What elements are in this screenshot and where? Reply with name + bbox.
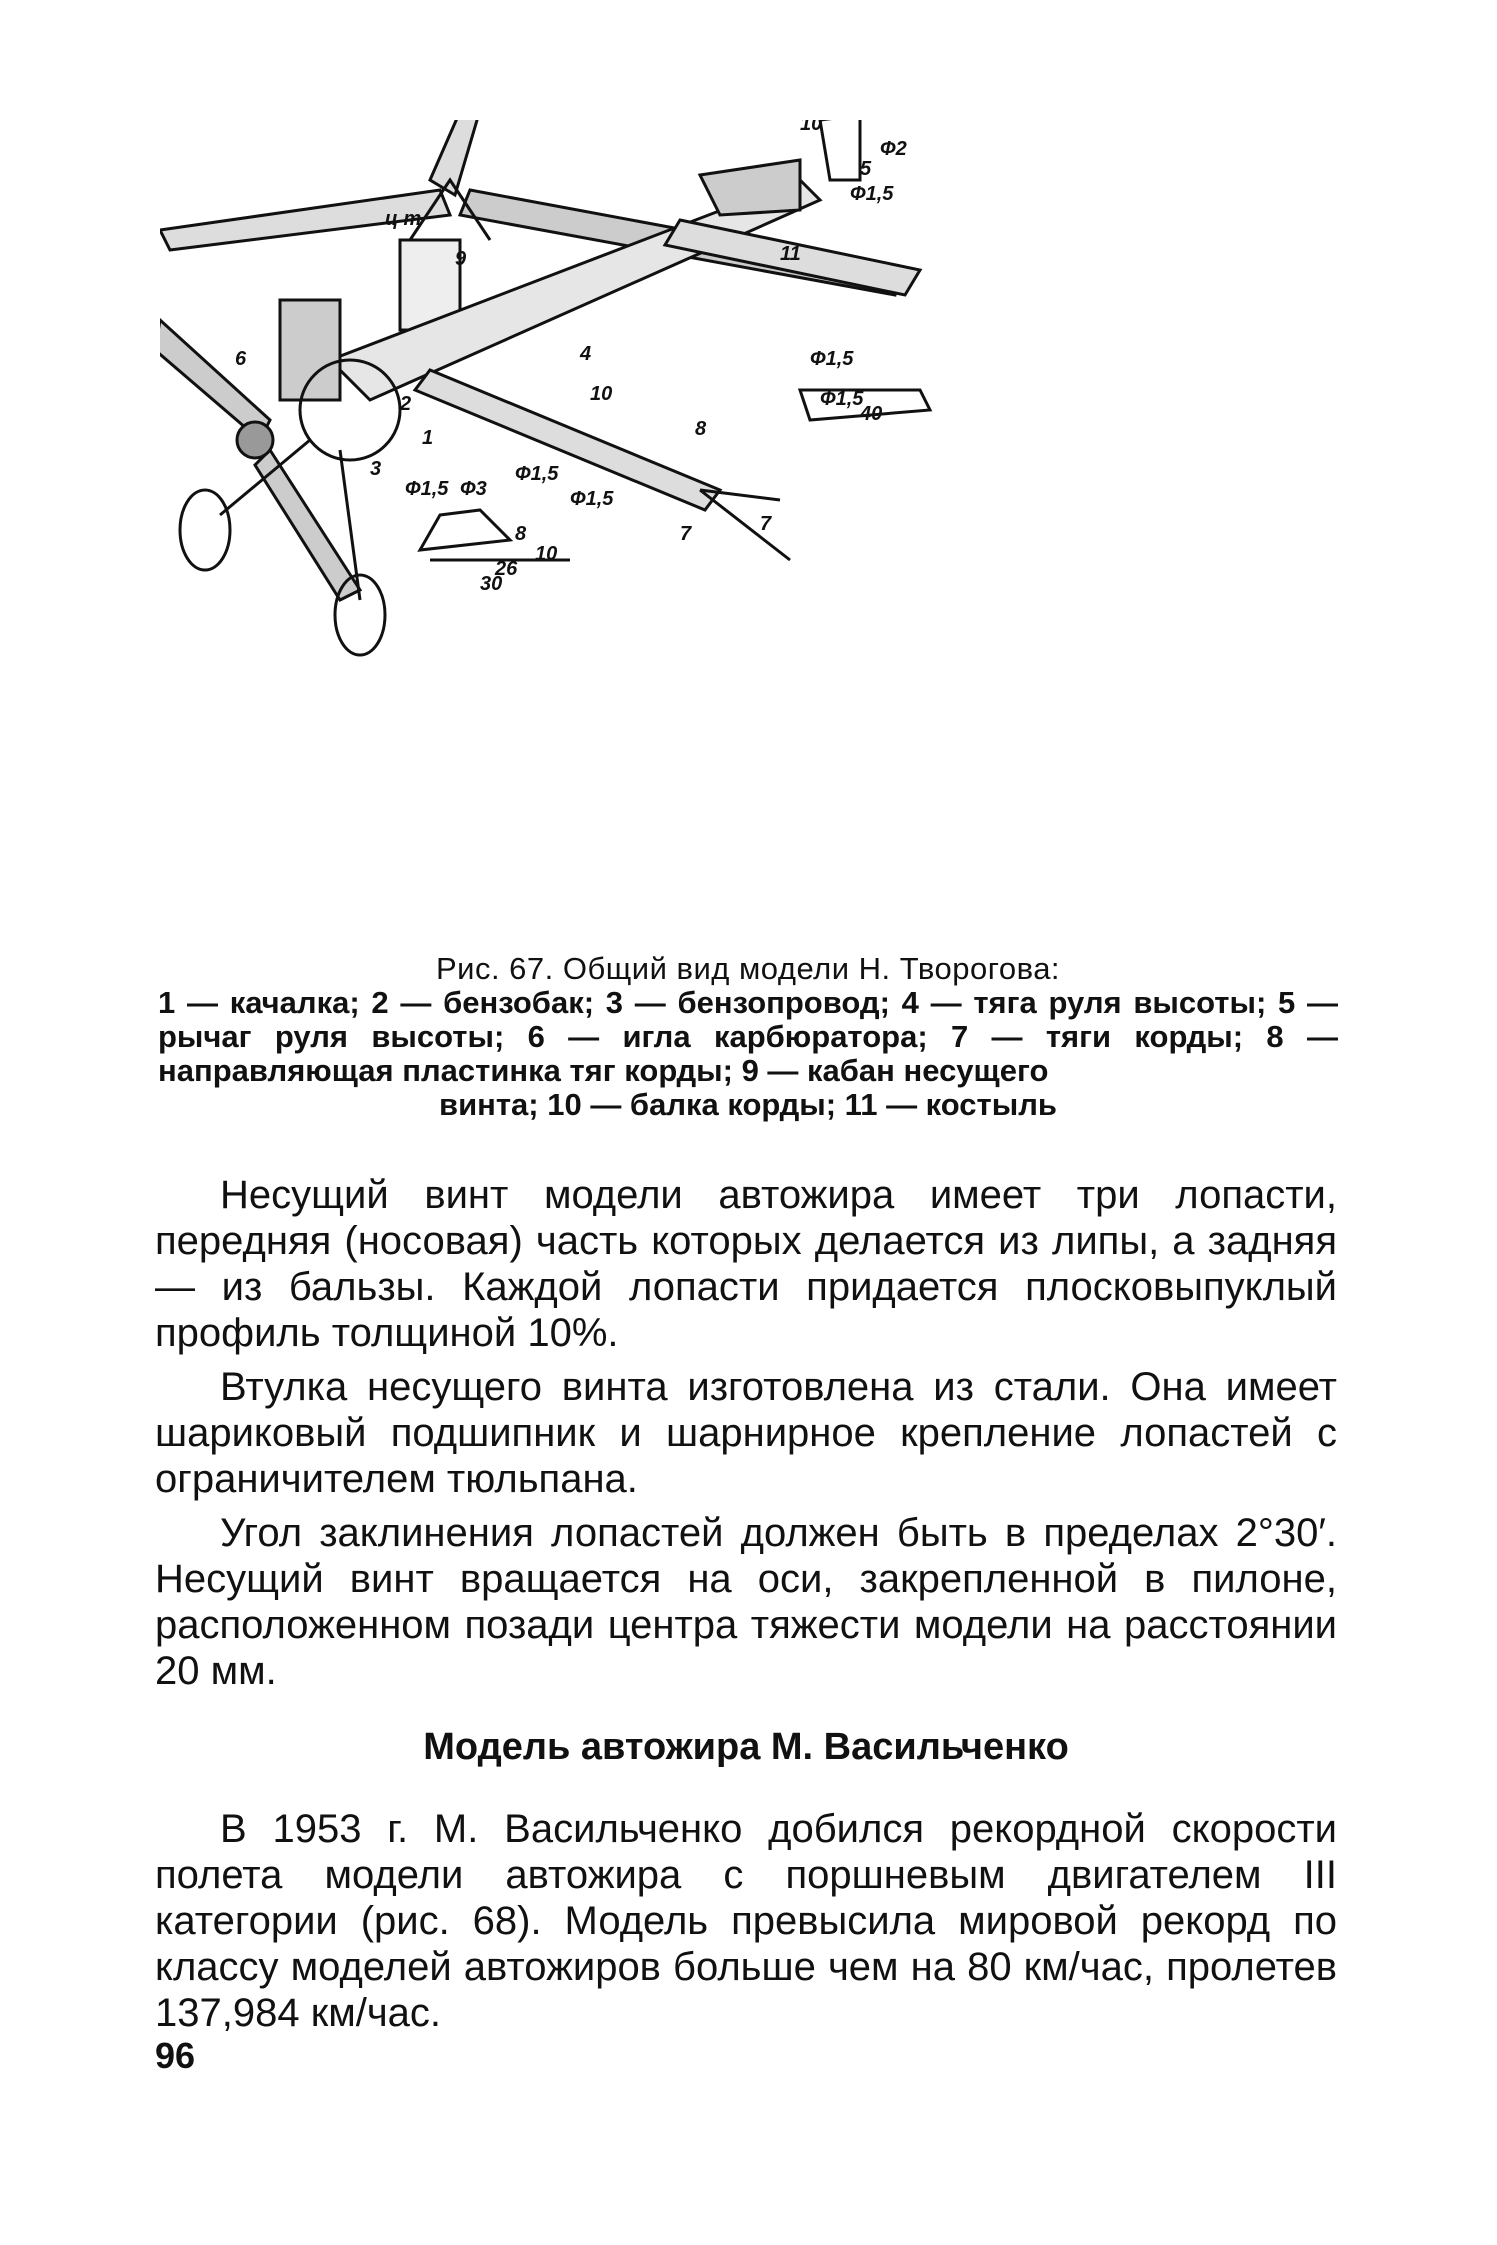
detail-rocker [417, 508, 514, 552]
label-dim-d15-rocker-left: Ф1,5 [405, 478, 449, 500]
label-dim-10-tail: 10 [800, 120, 822, 135]
autogyro-figure: 1 2 3 4 5 6 7 8 9 10 11 ц т Ф1,5 Ф2 Ф1,5… [153, 97, 1340, 930]
cord-beam [412, 368, 723, 512]
caption-last-line: винта; 10 — балка корды; 11 — костыль [439, 1087, 1057, 1122]
label-5: 5 [860, 158, 872, 180]
wheel-left [178, 488, 232, 572]
label-dim-10-rocker: 10 [535, 543, 557, 565]
tail-fin [697, 158, 802, 217]
label-2: 2 [399, 393, 411, 415]
paragraph: Втулка несущего винта изготовлена из ста… [155, 1365, 1337, 1501]
label-center-of-gravity: ц т [385, 208, 421, 230]
body-text-1: Несущий винт модели автожира имеет три л… [155, 1172, 1337, 1702]
caption-text: 1 — качалка; 2 — бензобак; 3 — бензопров… [158, 985, 1338, 1088]
label-3: 3 [370, 458, 381, 480]
caption-title: Рис. 67. Общий вид модели Н. Творогова: [435, 951, 1061, 986]
detail-guide-plate [797, 388, 933, 422]
tail-plane [662, 218, 923, 297]
figure-caption: Рис. 67. Общий вид модели Н. Творогова: … [158, 952, 1338, 1122]
paragraph: В 1953 г. М. Васильченко добился рекордн… [155, 1807, 1337, 2035]
label-dim-d15-rocker-right: Ф1,5 [570, 488, 614, 510]
label-dim-30: 30 [480, 573, 502, 595]
label-4: 4 [579, 343, 591, 365]
paragraph: Угол заклинения лопастей должен быть в п… [155, 1511, 1337, 1693]
label-dim-d15-rocker-top: Ф1,5 [515, 463, 559, 485]
label-11: 11 [780, 243, 801, 265]
wheel-right [333, 573, 387, 657]
label-10: 10 [590, 383, 612, 405]
spinner [235, 420, 275, 460]
label-8: 8 [695, 418, 707, 440]
section-heading: Модель автожира М. Васильченко [423, 1726, 1069, 1768]
rotor-blade-left [157, 188, 453, 252]
label-dim-d3: Ф3 [460, 478, 487, 500]
body-text-2: В 1953 г. М. Васильченко добился рекордн… [155, 1806, 1337, 2044]
label-1: 1 [422, 427, 433, 449]
label-dim-d15-plate-2: Ф1,5 [820, 388, 864, 410]
label-7b: 7 [760, 513, 772, 535]
label-dim-40: 40 [859, 403, 882, 425]
rotor-blade-top [428, 97, 482, 198]
fuel-tank-ring [298, 358, 402, 462]
paragraph: Несущий винт модели автожира имеет три л… [155, 1173, 1337, 1355]
detail-elevator-lever [818, 113, 862, 182]
label-dim-26: 26 [494, 558, 518, 580]
propeller-lower [253, 447, 363, 602]
label-dim-d2: Ф2 [880, 138, 907, 160]
label-dim-8: 8 [515, 523, 527, 545]
label-6: 6 [235, 348, 247, 370]
label-dim-d15-plate: Ф1,5 [810, 348, 854, 370]
engine [278, 298, 342, 402]
page-number: 96 [155, 2035, 196, 2076]
autogyro-drawing: 1 2 3 4 5 6 7 8 9 10 11 ц т Ф1,5 Ф2 Ф1,5… [153, 97, 933, 657]
label-dim-d15-tail: Ф1,5 [850, 183, 894, 205]
label-9: 9 [455, 248, 467, 270]
label-7a: 7 [680, 523, 692, 545]
